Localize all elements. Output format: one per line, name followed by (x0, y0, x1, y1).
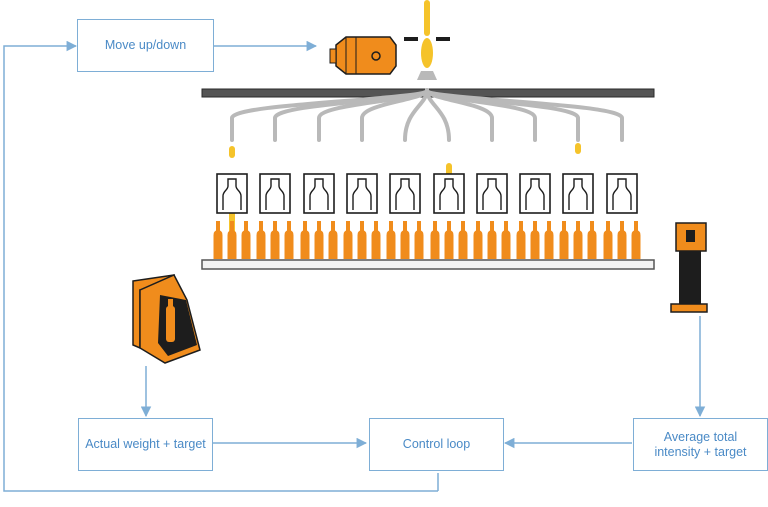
bottle-24 (544, 221, 554, 259)
shear-blade-left (404, 37, 418, 41)
bottle-18 (458, 221, 468, 259)
bottle-8 (314, 221, 324, 259)
mold-6 (433, 173, 465, 214)
bottle-21 (501, 221, 511, 259)
bottle-20 (487, 221, 497, 259)
mold-2 (259, 173, 291, 214)
bottle-11 (357, 221, 367, 259)
conveyor-belt (201, 259, 655, 270)
bottle-28 (603, 221, 613, 259)
bottle-6 (284, 221, 294, 259)
bottle-2 (227, 221, 237, 259)
mold-7 (476, 173, 508, 214)
flow-left-return (3, 40, 438, 492)
bottle-29 (617, 221, 627, 259)
bottle-1 (213, 221, 223, 259)
bottle-23 (530, 221, 540, 259)
bottle-12 (371, 221, 381, 259)
flow-lines (3, 40, 706, 492)
mold-3 (303, 173, 335, 214)
pipe-4 (360, 88, 429, 142)
bottle-17 (444, 221, 454, 259)
bottle-10 (343, 221, 353, 259)
mold-8 (519, 173, 551, 214)
bottle-9 (328, 221, 338, 259)
bottle-16 (430, 221, 440, 259)
bottle-19 (473, 221, 483, 259)
mold-5 (389, 173, 421, 214)
inspection-sensor-icon (670, 222, 708, 313)
gear-motor-icon (329, 36, 397, 75)
bottle-7 (300, 221, 310, 259)
bottle-15 (414, 221, 424, 259)
bottle-13 (386, 221, 396, 259)
mold-10 (606, 173, 638, 214)
actual-weight-box: Actual weight + target (78, 418, 213, 471)
bottle-30 (631, 221, 641, 259)
mold-row (216, 173, 638, 214)
mold-1 (216, 173, 248, 214)
bottle-4 (256, 221, 266, 259)
gob-drop-1 (229, 146, 235, 158)
bottle-27 (587, 221, 597, 259)
bottle-22 (516, 221, 526, 259)
bottle-14 (400, 221, 410, 259)
control-loop-box: Control loop (369, 418, 504, 471)
gob-drop-2 (575, 143, 581, 154)
pipe-10 (425, 88, 624, 142)
bottle-5 (270, 221, 280, 259)
weighing-station-icon (132, 274, 201, 364)
bottle-26 (573, 221, 583, 259)
move-up-down-box: Move up/down (77, 19, 214, 72)
average-intensity-box: Average total intensity + target (633, 418, 768, 471)
bottle-3 (241, 221, 251, 259)
bottle-row (213, 221, 641, 259)
shear-blade-right (436, 37, 450, 41)
glass-gob-feed (404, 0, 450, 80)
mold-9 (562, 173, 594, 214)
mold-4 (346, 173, 378, 214)
bottle-25 (559, 221, 569, 259)
delivery-pipes (230, 88, 624, 142)
